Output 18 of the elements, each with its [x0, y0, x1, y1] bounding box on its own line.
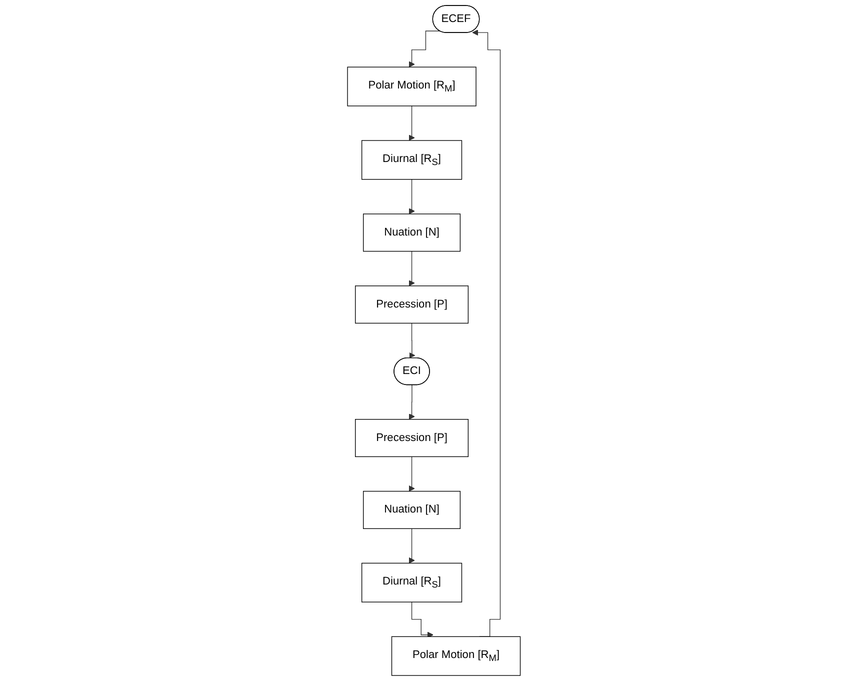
arrow — [412, 602, 434, 638]
arrow — [408, 456, 415, 492]
arrow — [408, 250, 415, 286]
arrow — [408, 106, 415, 141]
arrow — [409, 322, 416, 358]
arrow — [408, 179, 415, 214]
node-box: Polar Motion [R$_{M}$] — [347, 66, 476, 106]
node-box: Diurnal [R$_{S}$] — [362, 562, 462, 602]
arrow — [408, 384, 415, 420]
node-box: Diurnal [R$_{S}$] — [362, 140, 462, 180]
node-box: Nuation [N] — [363, 214, 461, 252]
arrow — [408, 528, 415, 564]
node-box: Precession [P] — [355, 419, 469, 458]
arrow — [472, 30, 501, 637]
node-box: Nuation [N] — [363, 490, 461, 529]
arrow — [408, 30, 440, 68]
node-box: Polar Motion [R$_{M}$] — [392, 636, 521, 676]
node-box: Precession [P] — [355, 286, 469, 324]
